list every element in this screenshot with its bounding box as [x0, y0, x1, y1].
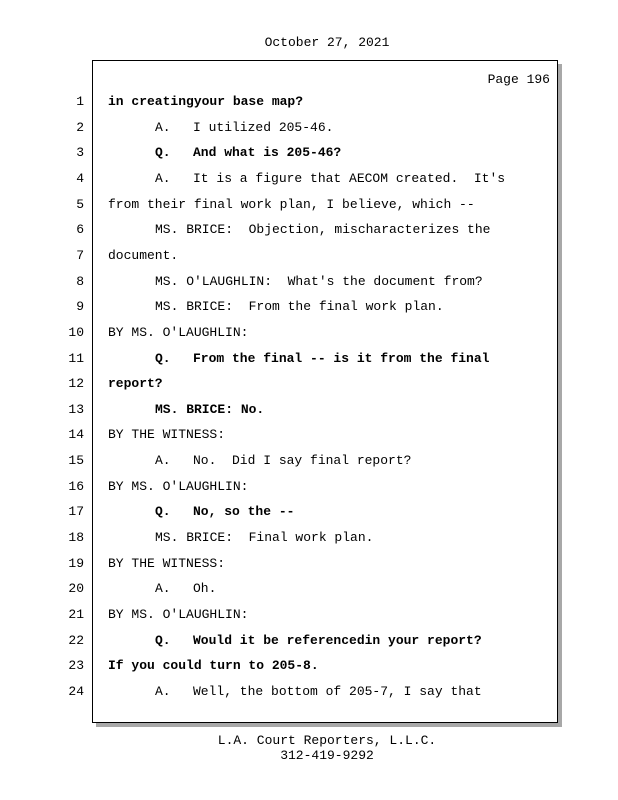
- line-text: MS. BRICE: Final work plan.: [155, 530, 374, 546]
- line-text: No, so the --: [193, 504, 295, 520]
- transcript-line: 24 A. Well, the bottom of 205-7, I say tha…: [0, 684, 618, 700]
- transcript-line: 9 MS. BRICE: From the final work plan.: [0, 299, 618, 315]
- reporter-company: L.A. Court Reporters, L.L.C.: [217, 733, 437, 748]
- line-number: 20: [68, 581, 84, 597]
- line-number: 23: [68, 658, 84, 674]
- transcript-date: October 27, 2021: [264, 35, 390, 50]
- line-number: 6: [76, 222, 84, 238]
- line-number: 10: [68, 324, 84, 340]
- transcript-line: 13 MS. BRICE: No.: [0, 402, 618, 418]
- line-number: 22: [68, 632, 84, 648]
- transcript-line: 14 BY THE WITNESS:: [0, 427, 618, 443]
- line-text: Well, the bottom of 205-7, I say that: [193, 683, 482, 699]
- transcript-line: 4 A. It is a figure that AECOM created. It…: [0, 171, 618, 187]
- line-number: 1: [76, 94, 84, 109]
- line-number: 24: [68, 683, 84, 699]
- transcript-line: 16 BY MS. O'LAUGHLIN:: [0, 479, 618, 495]
- transcript-line: 6 MS. BRICE: Objection, mischaracterizes …: [0, 222, 618, 238]
- speaker-label: A.: [155, 453, 171, 469]
- transcript-line: 12 report?: [0, 376, 618, 392]
- line-text: BY MS. O'LAUGHLIN:: [108, 478, 249, 494]
- transcript-line: 1 in creatingyour base map?: [0, 94, 618, 110]
- speaker-label: Q.: [155, 350, 171, 366]
- line-number: 9: [76, 299, 84, 315]
- speaker-label: A.: [155, 581, 171, 597]
- line-number: 21: [68, 607, 84, 622]
- line-text: from their final work plan, I believe, w…: [108, 196, 475, 212]
- transcript-line: 8 MS. O'LAUGHLIN: What's the document fro…: [0, 274, 618, 290]
- line-text: BY MS. O'LAUGHLIN:: [108, 324, 249, 340]
- line-text: BY THE WITNESS:: [108, 427, 226, 443]
- line-text: MS. BRICE: No.: [155, 401, 265, 417]
- transcript-line: 19 BY THE WITNESS:: [0, 556, 618, 572]
- speaker-label: A.: [155, 119, 171, 135]
- transcript-line: 7 document.: [0, 248, 618, 264]
- line-text: From the final -- is it from the final: [193, 350, 490, 366]
- transcript-line: 5 from their final work plan, I believe, …: [0, 197, 618, 213]
- transcript-line: 17 Q. No, so the --: [0, 504, 618, 520]
- transcript-line: 3 Q. And what is 205-46?: [0, 145, 618, 161]
- line-number: 13: [68, 401, 84, 417]
- line-number: 15: [68, 453, 84, 469]
- transcript-line: 22 Q. Would it be referencedin your report…: [0, 633, 618, 649]
- transcript-line: 23 If you could turn to 205-8.: [0, 658, 618, 674]
- speaker-label: A.: [155, 683, 171, 699]
- line-text: MS. BRICE: From the final work plan.: [155, 299, 444, 315]
- line-text: I utilized 205-46.: [193, 119, 334, 135]
- line-number: 7: [76, 247, 84, 263]
- line-text: in creatingyour base map?: [108, 94, 304, 109]
- transcript-line: 15 A. No. Did I say final report?: [0, 453, 618, 469]
- line-text: MS. BRICE: Objection, mischaracterizes t…: [155, 222, 491, 238]
- transcript-line: 10 BY MS. O'LAUGHLIN:: [0, 325, 618, 341]
- line-text: If you could turn to 205-8.: [108, 658, 319, 674]
- speaker-label: A.: [155, 170, 171, 186]
- line-number: 12: [68, 376, 84, 392]
- line-number: 8: [76, 273, 84, 289]
- line-text: report?: [108, 376, 163, 392]
- line-text: Oh.: [193, 581, 217, 597]
- line-number: 17: [68, 504, 84, 520]
- line-text: MS. O'LAUGHLIN: What's the document from…: [155, 273, 483, 289]
- line-number: 2: [76, 119, 84, 135]
- speaker-label: Q.: [155, 145, 171, 161]
- footer: L.A. Court Reporters, L.L.C. 312-419-929…: [0, 733, 618, 763]
- speaker-label: Q.: [155, 504, 171, 520]
- line-number: 18: [68, 530, 84, 546]
- reporter-phone: 312-419-9292: [280, 748, 374, 763]
- line-text: BY THE WITNESS:: [108, 555, 226, 571]
- line-text: And what is 205-46?: [193, 145, 342, 161]
- line-number: 16: [68, 478, 84, 494]
- line-number: 11: [68, 350, 84, 366]
- line-number: 4: [76, 170, 84, 186]
- line-number: 5: [76, 196, 84, 212]
- transcript-page-frame: [92, 60, 558, 723]
- line-number: 19: [68, 555, 84, 571]
- transcript-line: 20 A. Oh.: [0, 581, 618, 597]
- line-text: It is a figure that AECOM created. It's: [193, 170, 506, 186]
- transcript-line: 2 A. I utilized 205-46.: [0, 120, 618, 136]
- transcript-line: 11 Q. From the final -- is it from the fin…: [0, 351, 618, 367]
- speaker-label: Q.: [155, 632, 171, 648]
- transcript-line: 18 MS. BRICE: Final work plan.: [0, 530, 618, 546]
- line-text: document.: [108, 247, 179, 263]
- line-text: BY MS. O'LAUGHLIN:: [108, 607, 249, 622]
- line-text: No. Did I say final report?: [193, 453, 412, 469]
- line-text: Would it be referencedin your report?: [193, 632, 482, 648]
- page-number: Page 196: [487, 72, 550, 87]
- line-number: 3: [76, 145, 84, 161]
- line-number: 14: [68, 427, 84, 443]
- transcript-line: 21 BY MS. O'LAUGHLIN:: [0, 607, 618, 623]
